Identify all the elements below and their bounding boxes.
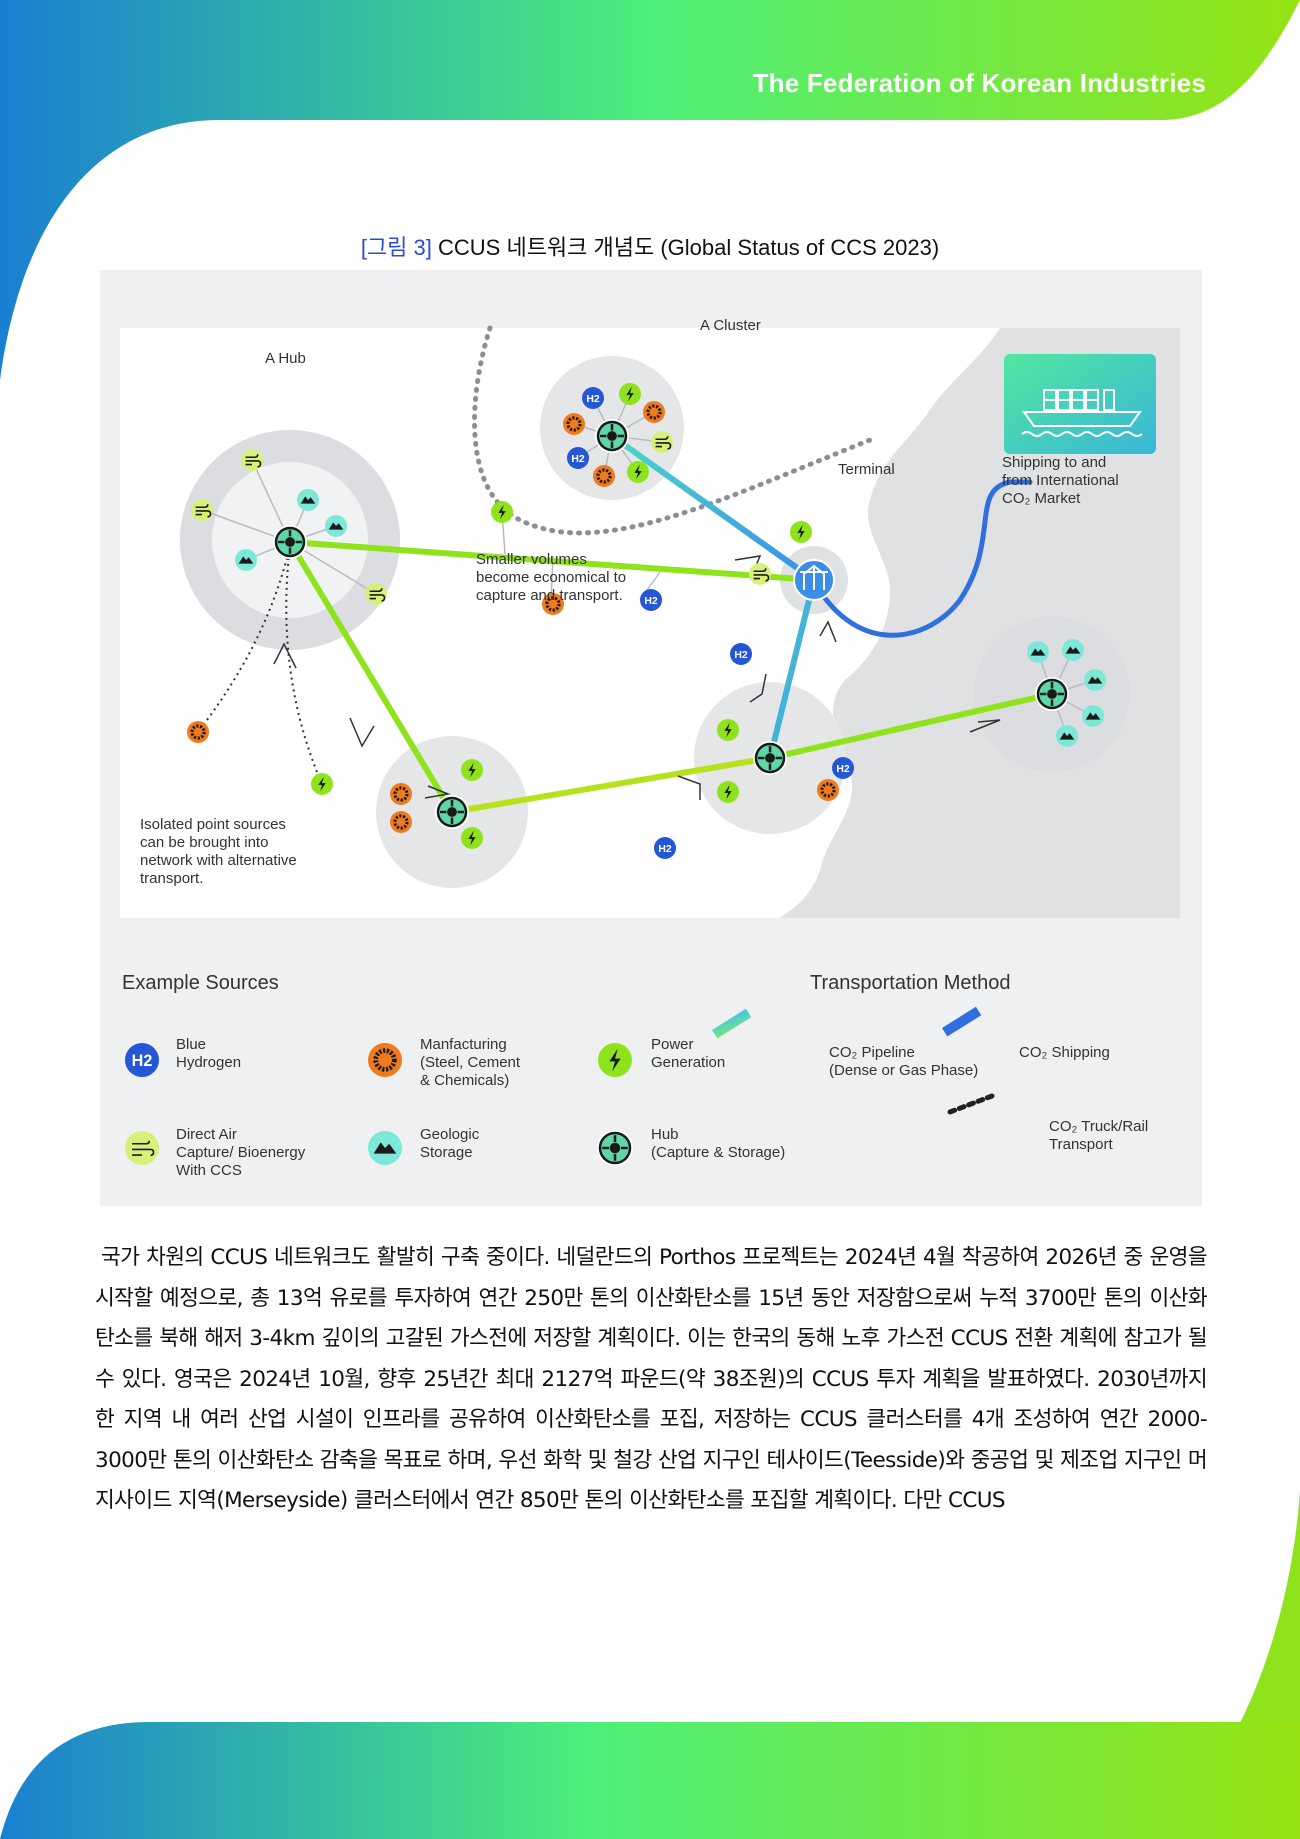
truck-line-1	[197, 545, 291, 733]
manufacturing-gear-icon	[817, 779, 839, 801]
figure-caption: [그림 3] CCUS 네트워크 개념도 (Global Status of C…	[0, 230, 1300, 262]
geologic-storage-icon	[297, 489, 319, 511]
power-generation-icon	[461, 827, 483, 849]
geologic-storage-icon	[1062, 639, 1084, 661]
geologic-storage-icon	[368, 1131, 402, 1165]
blue-hydrogen-icon: H2	[730, 643, 752, 665]
power-generation-icon	[627, 461, 649, 483]
pipeline-hub-terminal	[287, 539, 817, 583]
truck-line-2	[285, 545, 323, 785]
manufacturing-gear-icon	[593, 465, 615, 487]
label-a-cluster: A Cluster	[700, 317, 761, 334]
svg-text:H2: H2	[658, 844, 672, 855]
legend-truck-swatch	[947, 1093, 995, 1115]
hub-icon-east	[753, 741, 787, 775]
label-smaller-volumes: Smaller volumes become economical to cap…	[476, 551, 627, 604]
legend-power: Power Generation	[651, 1036, 726, 1071]
power-generation-icon	[461, 759, 483, 781]
geologic-storage-icon	[235, 549, 257, 571]
svg-text:H2: H2	[734, 650, 748, 661]
direct-air-capture-icon	[191, 499, 213, 521]
body-paragraph-container: 국가 차원의 CCUS 네트워크도 활발히 구축 중이다. 네덜란드의 Port…	[95, 1238, 1208, 1522]
coastline	[780, 328, 1180, 918]
geologic-storage-icon	[1082, 705, 1104, 727]
pipeline-east-terminal	[767, 577, 817, 761]
hub-icons	[273, 419, 1069, 1166]
legend-hub-icon	[597, 1130, 633, 1166]
organization-name: The Federation of Korean Industries	[752, 68, 1206, 98]
svg-text:H2: H2	[571, 454, 585, 465]
figure-number: [그림 3]	[360, 235, 432, 260]
direct-air-capture-icon	[125, 1131, 159, 1165]
power-generation-icon	[598, 1043, 632, 1077]
direct-air-capture-icon	[651, 431, 673, 453]
manufacturing-gear-icon	[542, 593, 564, 615]
power-generation-icon	[790, 521, 812, 543]
legend-hub: Hub (Capture & Storage)	[651, 1126, 786, 1161]
shipping-route	[811, 479, 1033, 638]
svg-text:H2: H2	[644, 596, 658, 607]
hub-icon-south	[435, 795, 469, 829]
pipeline-east-storage	[767, 691, 1055, 761]
direct-air-capture-icon	[241, 449, 263, 471]
legend-shipping: CO₂ Shipping	[1019, 1044, 1110, 1061]
blue-hydrogen-icon: H2	[125, 1043, 159, 1077]
dotted-transport-arc	[472, 325, 873, 536]
blue-hydrogen-icon: H2	[567, 447, 589, 469]
blue-hydrogen-icon: H2	[832, 757, 854, 779]
manufacturing-gear-icon	[187, 721, 209, 743]
legend-pipeline: CO₂ Pipeline (Dense or Gas Phase)	[829, 1044, 979, 1079]
direct-air-capture-icon	[365, 583, 387, 605]
power-generation-icon	[311, 773, 333, 795]
legend-sources-heading: Example Sources	[122, 972, 279, 994]
legend-blue-hydrogen: Blue Hydrogen	[176, 1036, 242, 1071]
figure-title: CCUS 네트워크 개념도 (Global Status of CCS 2023…	[431, 235, 940, 260]
blue-hydrogen-icon: H2	[654, 837, 676, 859]
power-generation-icon	[717, 719, 739, 741]
svg-text:H2: H2	[132, 1052, 153, 1070]
terminal-icon	[793, 559, 835, 601]
legend-shipping-swatch	[942, 1006, 982, 1037]
svg-text:H2: H2	[836, 764, 850, 775]
legend-transport-heading: Transportation Method	[810, 972, 1011, 994]
label-a-hub: A Hub	[265, 350, 306, 367]
manufacturing-gear-icon	[390, 811, 412, 833]
power-generation-icon	[619, 383, 641, 405]
geologic-storage-icon	[1056, 725, 1078, 747]
geologic-storage-icon	[1084, 669, 1106, 691]
legend-dac: Direct Air Capture/ Bioenergy With CCS	[176, 1126, 306, 1179]
label-shipping-market: Shipping to and from International CO₂ M…	[1002, 454, 1119, 507]
pipeline-cluster-terminal	[609, 433, 817, 583]
manufacturing-gear-icon	[563, 413, 585, 435]
hub-icon-a-cluster	[595, 419, 629, 453]
manufacturing-gear-icon	[390, 783, 412, 805]
legend-pipeline-swatch	[712, 1008, 752, 1039]
legend-geologic: Geologic Storage	[420, 1126, 480, 1161]
pipeline-hub-south	[287, 539, 455, 815]
legend-manufacturing: Manfacturing (Steel, Cement & Chemicals)	[420, 1036, 521, 1089]
body-paragraph: 국가 차원의 CCUS 네트워크도 활발히 구축 중이다. 네덜란드의 Port…	[95, 1245, 1208, 1513]
label-terminal: Terminal	[838, 461, 895, 478]
power-generation-icon	[491, 501, 513, 523]
hub-icon-a-hub	[273, 525, 307, 559]
geologic-storage-icon	[325, 515, 347, 537]
manufacturing-gear-icon	[643, 401, 665, 423]
direct-air-capture-icon	[749, 563, 771, 585]
label-isolated-sources: Isolated point sources can be brought in…	[140, 816, 297, 887]
shipping-box	[1004, 354, 1156, 454]
geologic-storage-icon	[1027, 641, 1049, 663]
ship-icon	[1021, 389, 1143, 437]
svg-text:H2: H2	[586, 394, 600, 405]
manufacturing-gear-icon	[368, 1043, 402, 1077]
hub-icon-storage	[1035, 677, 1069, 711]
power-generation-icon	[717, 781, 739, 803]
blue-hydrogen-icon: H2	[582, 387, 604, 409]
blue-hydrogen-icon: H2	[640, 589, 662, 611]
pipeline-south-east	[449, 755, 773, 815]
legend-truck: CO₂ Truck/Rail Transport	[1049, 1118, 1149, 1153]
